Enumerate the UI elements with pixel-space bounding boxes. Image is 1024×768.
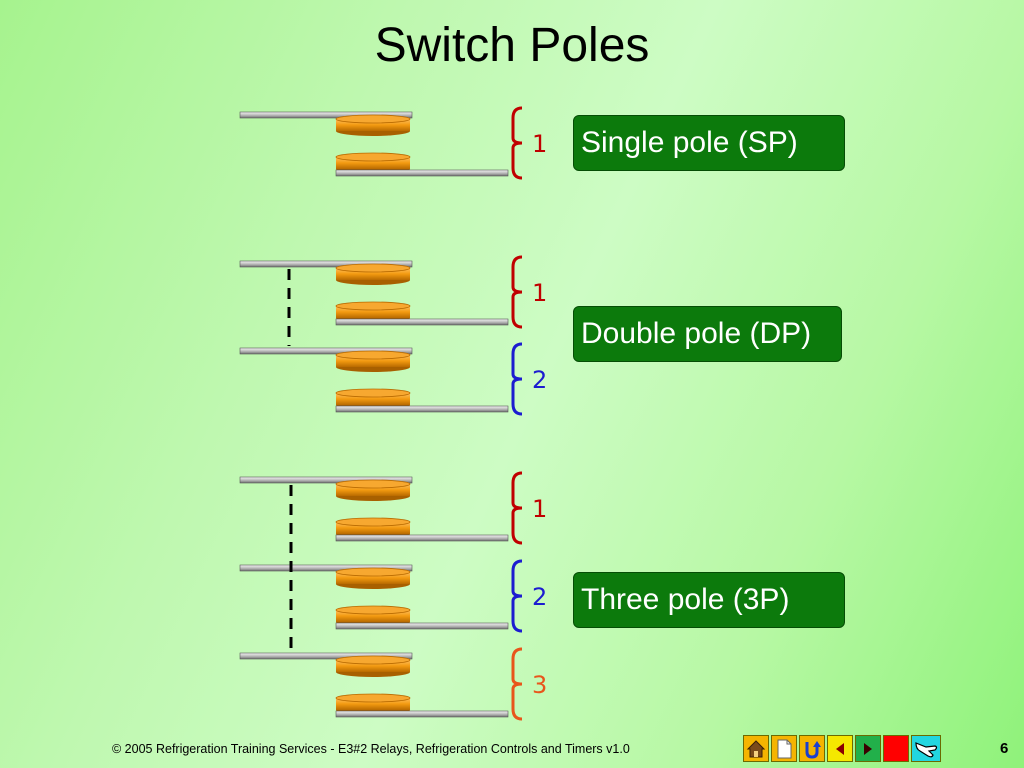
home-button[interactable] <box>743 735 769 762</box>
dp-pole-2-lower-contact-top <box>335 388 411 398</box>
3p-pole-2-lower-contact-top <box>335 605 411 615</box>
dp-pole-1-upper-contact-top <box>335 263 411 273</box>
3p-pole-3-upper-contact-top <box>335 655 411 665</box>
document-icon <box>777 739 792 758</box>
dp-pole-2-upper-blade <box>239 347 413 355</box>
sp-pole-1-upper-blade <box>239 111 413 119</box>
3p-pole-3-label: 3 <box>532 671 547 699</box>
previous-arrow-icon <box>836 742 844 755</box>
dp-pole-1-lower-contact-top <box>335 301 411 311</box>
3p-pole-1-lower-contact-top <box>335 517 411 527</box>
3p-pole-3-lower-blade <box>335 710 509 718</box>
dp-pole-1-lower-blade <box>335 318 509 326</box>
next-slide-button[interactable] <box>855 735 881 762</box>
3p-pole-2-lower-blade <box>335 622 509 630</box>
dp-pole-1-label: 1 <box>532 279 547 307</box>
return-button[interactable] <box>799 735 825 762</box>
3p-pole-3-brace <box>511 647 523 721</box>
label-double-pole[interactable]: Double pole (DP) <box>573 306 842 362</box>
document-button[interactable] <box>771 735 797 762</box>
dp-pole-2-upper-contact-top <box>335 350 411 360</box>
sp-pole-1-brace <box>511 106 523 180</box>
3p-pole-3-upper-blade <box>239 652 413 660</box>
dp-pole-1-brace <box>511 255 523 329</box>
next-arrow-icon <box>864 742 872 755</box>
3p-pole-2-upper-contact-top <box>335 567 411 577</box>
dp-pole-2-lower-blade <box>335 405 509 413</box>
label-single-pole[interactable]: Single pole (SP) <box>573 115 845 171</box>
3p-pole-2-brace <box>511 559 523 633</box>
sp-pole-1-label: 1 <box>532 130 547 158</box>
home-icon <box>746 739 766 757</box>
3p-pole-1-upper-blade <box>239 476 413 484</box>
previous-slide-button[interactable] <box>827 735 853 762</box>
3p-pole-2-label: 2 <box>532 583 547 611</box>
3p-pole-1-label: 1 <box>532 495 547 523</box>
3p-pole-1-lower-blade <box>335 534 509 542</box>
pointer-hand-icon <box>915 741 938 757</box>
dp-pole-1-upper-blade <box>239 260 413 268</box>
3p-pole-1-brace <box>511 471 523 545</box>
sp-pole-1-lower-blade <box>335 169 509 177</box>
label-three-pole[interactable]: Three pole (3P) <box>573 572 845 628</box>
3p-pole-1-upper-contact-top <box>335 479 411 489</box>
return-icon <box>805 740 821 759</box>
sp-pole-1-lower-contact-top <box>335 152 411 162</box>
dp-pole-2-brace <box>511 342 523 416</box>
page-number: 6 <box>1000 740 1009 757</box>
pointer-button[interactable] <box>911 735 941 762</box>
stop-icon <box>885 738 907 760</box>
3p-pole-3-lower-contact-top <box>335 693 411 703</box>
dp-pole-2-label: 2 <box>532 366 547 394</box>
end-show-button[interactable] <box>883 735 909 762</box>
slide-title: Switch Poles <box>374 19 650 72</box>
sp-pole-1-upper-contact-top <box>335 114 411 124</box>
footer-copyright: © 2005 Refrigeration Training Services -… <box>112 742 630 756</box>
3p-pole-2-upper-blade <box>239 564 413 572</box>
